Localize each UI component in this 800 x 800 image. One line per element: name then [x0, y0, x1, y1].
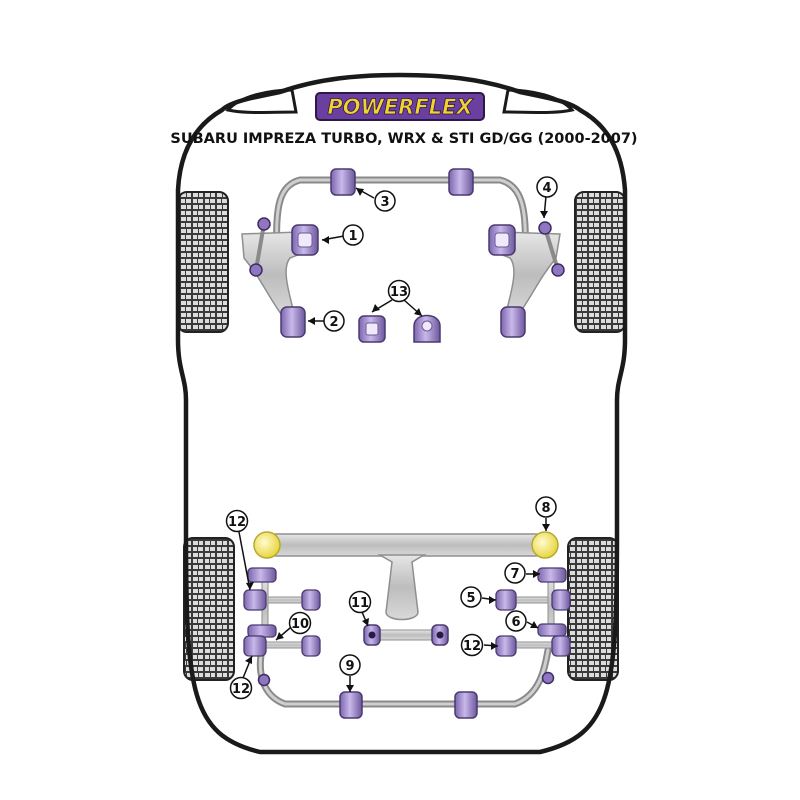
callout-12-right-label: 12	[463, 639, 481, 654]
front-wishbone-rear-bush-right	[500, 306, 526, 338]
callout-1: 1	[342, 224, 364, 246]
front-arb-bush-left	[330, 168, 356, 196]
rear-differential-mount	[377, 554, 427, 621]
callout-12-top-left: 12	[225, 509, 249, 533]
logo-text: POWERFLEX	[327, 95, 474, 119]
callout-7-label: 7	[510, 567, 519, 582]
rear-left-tyre	[183, 537, 235, 681]
callout-6-label: 6	[511, 615, 520, 630]
rear-drop-link-right	[541, 671, 555, 685]
front-arb-bush-right	[448, 168, 474, 196]
callout-7: 7	[504, 562, 526, 584]
callout-3-label: 3	[380, 195, 389, 210]
front-wishbone-rear-bush-left	[280, 306, 306, 338]
callout-8: 8	[535, 496, 557, 518]
rear-drop-link-left	[257, 673, 271, 687]
front-right-tyre	[574, 191, 626, 333]
callout-1-label: 1	[348, 229, 357, 244]
headlamp-left	[225, 88, 298, 114]
rear-right-links	[495, 567, 571, 657]
callout-2: 2	[323, 310, 345, 332]
callout-8-label: 8	[541, 501, 550, 516]
callout-12-bottom-left-label: 12	[232, 682, 250, 697]
rear-crossmember-beam	[267, 533, 545, 557]
callout-9: 9	[339, 654, 361, 676]
engine-mount-insert-square	[358, 315, 386, 343]
callout-5: 5	[460, 586, 482, 608]
callout-10: 10	[288, 611, 312, 635]
callout-11: 11	[348, 590, 372, 614]
front-drop-link-top-right	[538, 221, 552, 235]
front-drop-link-top-left	[257, 217, 271, 231]
callout-4: 4	[536, 176, 558, 198]
rear-crossmember-bush-left	[253, 531, 281, 559]
rear-anti-roll-bar	[256, 646, 552, 708]
front-wishbone-front-bush-left	[291, 224, 319, 256]
diff-rear-mount-bush-right	[431, 624, 449, 646]
engine-mount-insert-dome	[413, 314, 441, 343]
callout-11-label: 11	[351, 596, 369, 611]
callout-4-label: 4	[542, 181, 551, 196]
callout-5-label: 5	[466, 591, 475, 606]
callout-3: 3	[374, 190, 396, 212]
callout-12-bottom-left: 12	[229, 676, 253, 700]
front-drop-link-bottom-left	[249, 263, 263, 277]
front-drop-link-bottom-right	[551, 263, 565, 277]
rear-arb-bush-left	[339, 691, 363, 719]
headlamp-right	[502, 88, 575, 114]
front-wishbone-front-bush-right	[488, 224, 516, 256]
callout-12-top-left-label: 12	[228, 515, 246, 530]
rear-crossmember-bush-right	[531, 531, 559, 559]
rear-left-links	[243, 567, 321, 657]
powerflex-logo: POWERFLEX	[315, 92, 485, 121]
callout-10-label: 10	[291, 617, 309, 632]
callout-13: 13	[387, 279, 411, 303]
front-left-tyre	[177, 191, 229, 333]
rear-arb-bush-right	[454, 691, 478, 719]
diff-rear-mount-bar	[371, 629, 441, 641]
callout-2-label: 2	[329, 315, 338, 330]
callout-6: 6	[505, 610, 527, 632]
callout-12-right: 12	[460, 633, 484, 657]
callout-13-label: 13	[390, 285, 408, 300]
car-body-outline	[175, 72, 628, 755]
callout-9-label: 9	[345, 659, 354, 674]
diff-rear-mount-bush-left	[363, 624, 381, 646]
vehicle-title: SUBARU IMPREZA TURBO, WRX & STI GD/GG (2…	[170, 131, 637, 147]
